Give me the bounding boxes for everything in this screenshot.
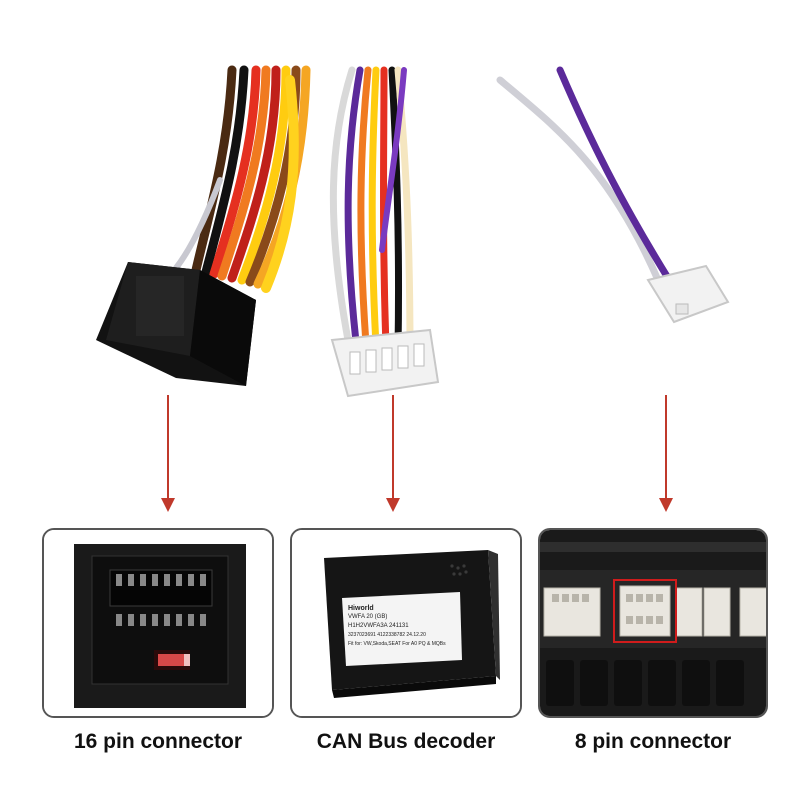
middle-wire-bundle — [329, 66, 414, 356]
decoder-brand: Hiworld — [348, 605, 374, 612]
decoder-line-3: 3237023691 4122338782 24.12.20 — [348, 632, 426, 638]
decoder-line-2: H1H2VWFA3A 241131 — [348, 623, 409, 629]
arrow-right — [659, 395, 673, 512]
decoder-line-4: Fit for: VW,Skoda,SEAT For A0 PQ & MQBs — [348, 641, 446, 647]
decoder-line-1: VWFA 20 (GB) — [348, 614, 388, 620]
panel-16-pin-connector — [42, 528, 274, 718]
left-wire-bundle — [173, 65, 311, 293]
right-wire-pair — [496, 66, 672, 284]
8-pin-socket-photo — [540, 530, 766, 716]
16-pin-connector-plug — [96, 262, 256, 386]
can-bus-white-connector — [330, 328, 440, 398]
decoder-label: Hiworld VWFA 20 (GB) H1H2VWFA3A 241131 3… — [348, 604, 458, 649]
16-pin-socket-photo — [44, 530, 272, 716]
8-pin-white-connector — [646, 264, 730, 324]
caption-8-pin-connector: 8 pin connector — [574, 730, 732, 753]
caption-can-bus-decoder: CAN Bus decoder — [316, 730, 496, 753]
panel-8-pin-connector — [538, 528, 768, 718]
wire-harness-photo — [96, 65, 730, 512]
panel-can-bus-decoder: Hiworld VWFA 20 (GB) H1H2VWFA3A 241131 3… — [290, 528, 522, 718]
caption-16-pin-connector: 16 pin connector — [73, 730, 243, 753]
can-bus-decoder-photo — [292, 530, 520, 716]
arrow-middle — [386, 395, 400, 512]
arrow-left — [161, 395, 175, 512]
